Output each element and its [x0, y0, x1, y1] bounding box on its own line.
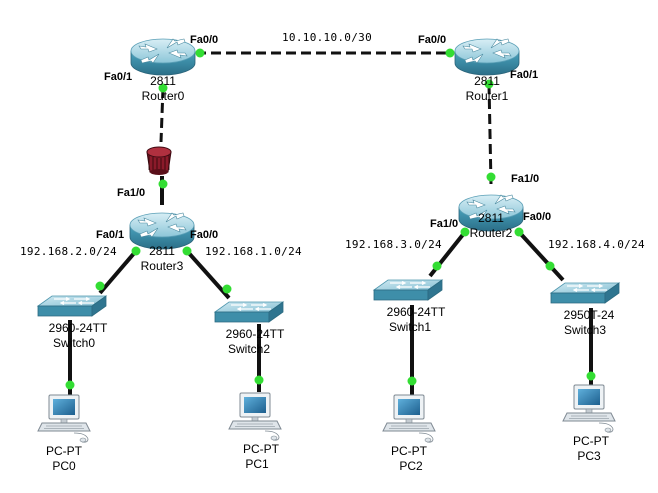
device-model-label: 2811: [149, 244, 175, 258]
port-status-up-dot: [95, 281, 105, 291]
network-label-192-168-1-0: 192.168.1.0/24: [205, 245, 302, 258]
device-model-label: 2811: [474, 74, 500, 88]
pc-icon: [562, 384, 616, 433]
device-name-label: Switch2: [228, 342, 270, 356]
port-status-up-dot: [131, 246, 141, 256]
switch-icon: [214, 301, 284, 323]
port-status-up-dot: [182, 246, 192, 256]
device-model-label: 2960-24TT: [49, 321, 108, 335]
device-name-label: Router2: [470, 226, 513, 240]
link-router2-switch3[interactable]: [517, 230, 565, 282]
device-model-label: 2811: [150, 74, 176, 88]
port-status-up-dot: [484, 79, 494, 89]
port-status-up-dot: [158, 83, 168, 93]
router-icon: [130, 38, 196, 76]
device-firewall0[interactable]: [146, 146, 172, 176]
port-label-router3-fa0-0: Fa0/0: [190, 229, 218, 241]
switch-icon: [550, 282, 620, 304]
port-status-up-dot: [445, 48, 455, 58]
network-label-192-168-2-0: 192.168.2.0/24: [20, 245, 117, 258]
port-status-up-dot: [158, 179, 168, 189]
link-router0-firewall0[interactable]: [159, 87, 165, 143]
device-name-label: Router3: [141, 259, 184, 273]
port-label-router2-fa1-0-upper: Fa1/0: [511, 173, 539, 185]
port-label-router0-fa0-0: Fa0/0: [190, 34, 218, 46]
device-name-label: PC1: [245, 457, 269, 471]
device-model-label: PC-PT: [391, 444, 428, 458]
port-label-router2-fa1-0: Fa1/0: [430, 218, 458, 230]
port-label-router0-fa0-1: Fa0/1: [104, 71, 132, 83]
port-status-up-dot: [65, 380, 75, 390]
port-label-router1-fa0-0: Fa0/0: [418, 34, 446, 46]
device-name-label: PC0: [52, 459, 76, 473]
switch-icon: [373, 279, 443, 301]
device-model-label: 2811: [478, 211, 504, 225]
device-model-label: PC-PT: [46, 444, 83, 458]
port-status-up-dot: [407, 376, 417, 386]
port-status-up-dot: [222, 284, 232, 294]
device-model-label: PC-PT: [573, 434, 610, 448]
link-router1-router2[interactable]: [487, 83, 493, 185]
device-name-label: Router1: [466, 89, 509, 103]
device-model-label: 2960-24TT: [226, 327, 285, 341]
switch-icon: [37, 295, 107, 317]
device-name-label: Switch0: [53, 336, 95, 350]
port-status-up-dot: [545, 261, 555, 271]
firewall-icon: [146, 146, 172, 176]
port-status-layer: [65, 48, 596, 390]
device-model-label: 2950T-24: [564, 308, 615, 322]
network-label-wan: 10.10.10.0/30: [282, 31, 372, 44]
link-router3-switch2[interactable]: [185, 249, 231, 300]
port-status-up-dot: [254, 375, 264, 385]
network-label-192-168-4-0: 192.168.4.0/24: [548, 238, 645, 251]
port-label-router1-fa0-1: Fa0/1: [510, 69, 538, 81]
pc-icon: [382, 394, 436, 443]
device-model-label: 2960-24TT: [387, 305, 446, 319]
device-name-label: PC2: [399, 459, 423, 473]
device-model-label: PC-PT: [243, 442, 280, 456]
device-name-label: Switch1: [389, 320, 431, 334]
port-status-up-dot: [195, 48, 205, 58]
pc-icon: [37, 394, 91, 443]
network-label-192-168-3-0: 192.168.3.0/24: [345, 238, 442, 251]
device-name-label: Switch3: [564, 323, 606, 337]
devices-layer: 2811Router02811Router12811Router22811Rou…: [37, 38, 620, 473]
port-status-up-dot: [460, 227, 470, 237]
port-label-router3-fa1-0: Fa1/0: [117, 187, 145, 199]
pc-icon: [228, 392, 282, 441]
port-status-up-dot: [586, 371, 596, 381]
port-label-router2-fa0-0: Fa0/0: [523, 211, 551, 223]
port-label-router3-fa0-1: Fa0/1: [96, 229, 124, 241]
link-router3-switch0[interactable]: [98, 249, 138, 295]
device-name-label: PC3: [577, 449, 601, 463]
port-status-up-dot: [432, 261, 442, 271]
device-name-label: Router0: [142, 89, 185, 103]
port-status-up-dot: [514, 227, 524, 237]
port-status-up-dot: [486, 172, 496, 182]
